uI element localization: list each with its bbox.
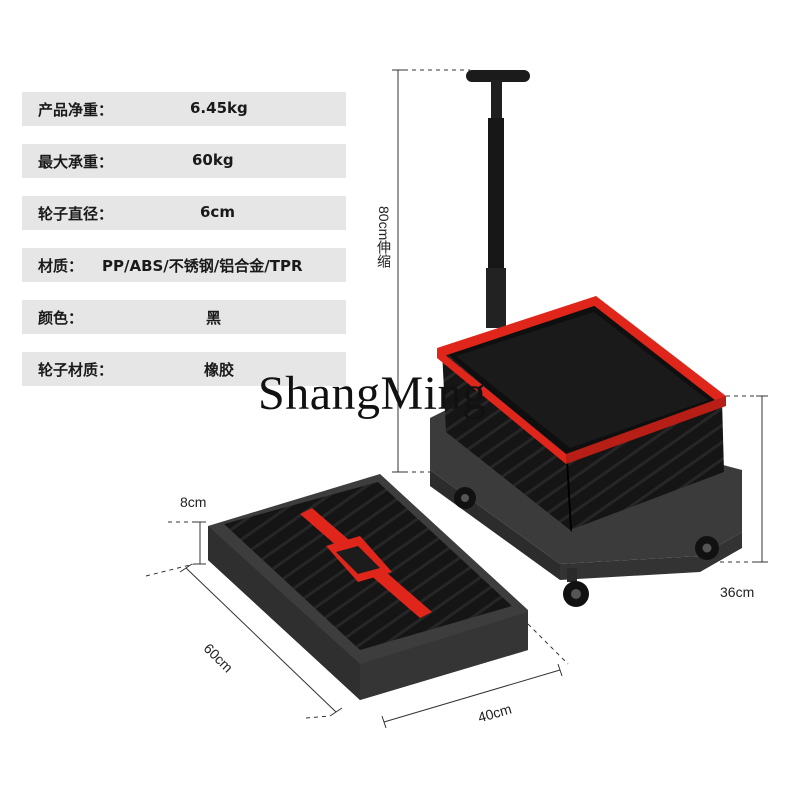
spec-label: 材质： bbox=[38, 257, 84, 275]
spec-label: 颜色： bbox=[38, 309, 84, 327]
wheel-front-right bbox=[695, 536, 719, 560]
spec-row-color: 颜色： 黑 bbox=[22, 300, 346, 334]
spec-value: PP/ABS/不锈钢/铝合金/TPR bbox=[102, 257, 303, 275]
telescopic-handle bbox=[466, 70, 530, 328]
spec-label: 轮子直径： bbox=[38, 205, 114, 223]
handle-height-label: 80cm伸缩 bbox=[376, 206, 392, 269]
spec-value: 60kg bbox=[192, 151, 234, 169]
dimension-lines bbox=[145, 69, 768, 729]
spec-value: 6cm bbox=[200, 203, 235, 221]
spec-value: 黑 bbox=[206, 309, 222, 327]
crate bbox=[437, 296, 726, 532]
spec-row-wheel-diameter: 轮子直径： 6cm bbox=[22, 196, 346, 230]
spec-label: 产品净重： bbox=[38, 101, 114, 119]
folded-crate bbox=[208, 474, 528, 700]
body-height-label: 36cm bbox=[720, 584, 755, 600]
spec-row-max-load: 最大承重： 60kg bbox=[22, 144, 346, 178]
lid-thickness-label: 8cm bbox=[180, 494, 207, 510]
spec-row-material: 材质： PP/ABS/不锈钢/铝合金/TPR bbox=[22, 248, 346, 282]
spec-value: 橡胶 bbox=[204, 361, 235, 379]
spec-label: 轮子材质： bbox=[38, 361, 114, 379]
cart bbox=[430, 70, 742, 607]
spec-label: 最大承重： bbox=[38, 153, 114, 171]
spec-row-net-weight: 产品净重： 6.45kg bbox=[22, 92, 346, 126]
wheel-back-left bbox=[454, 487, 476, 509]
spec-row-wheel-material: 轮子材质： 橡胶 bbox=[22, 352, 346, 386]
spec-value: 6.45kg bbox=[190, 99, 248, 117]
watermark-text: ShangMing bbox=[258, 367, 487, 420]
wheel-front-left bbox=[563, 568, 589, 607]
